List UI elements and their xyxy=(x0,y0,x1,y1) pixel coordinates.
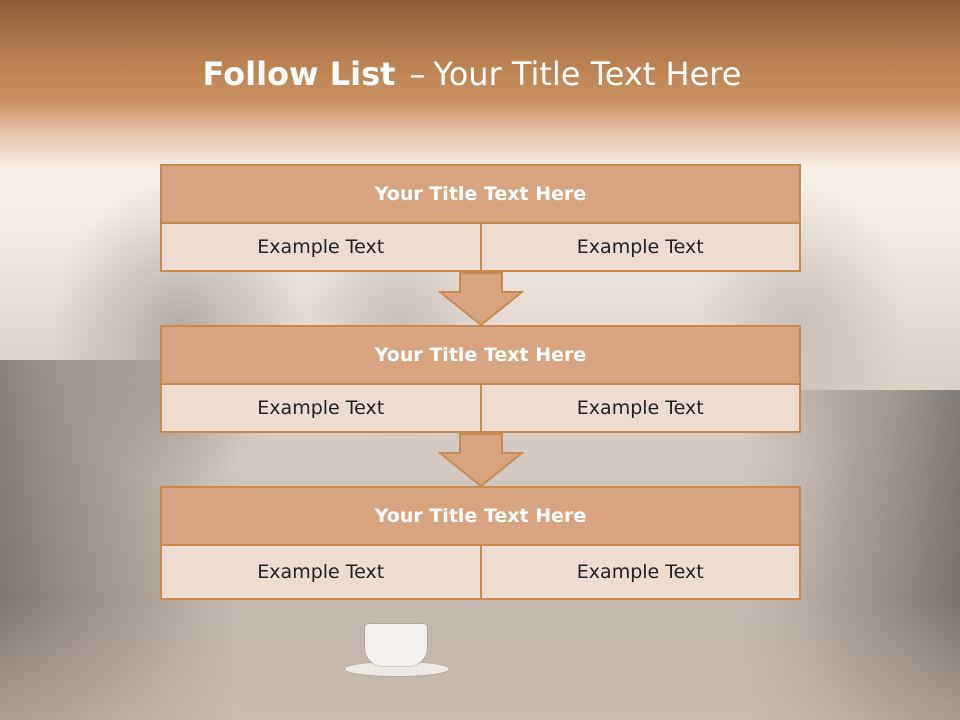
flow-block-title: Your Title Text Here xyxy=(162,488,799,546)
flow-block-row: Example Text Example Text xyxy=(162,385,799,431)
flow-block-row: Example Text Example Text xyxy=(162,224,799,270)
coffee-cup-image xyxy=(365,624,427,666)
flow-block-cell-right: Example Text xyxy=(479,224,799,270)
slide-title-rest: Your Title Text Here xyxy=(433,55,742,93)
flow-block-cell-left: Example Text xyxy=(162,546,480,598)
flow-block-title: Your Title Text Here xyxy=(162,166,799,224)
down-arrow-icon xyxy=(438,433,524,487)
slide-title: Follow List–Your Title Text Here xyxy=(0,55,944,93)
header-band xyxy=(0,0,960,170)
flow-block-1: Your Title Text Here Example Text Exampl… xyxy=(160,164,801,272)
flow-block-cell-right: Example Text xyxy=(479,546,799,598)
slide-title-dash: – xyxy=(409,55,426,93)
flow-block-cell-left: Example Text xyxy=(162,385,480,431)
saucer-image xyxy=(345,662,449,676)
flow-block-3: Your Title Text Here Example Text Exampl… xyxy=(160,486,801,600)
flow-block-2: Your Title Text Here Example Text Exampl… xyxy=(160,325,801,433)
flow-block-cell-right: Example Text xyxy=(479,385,799,431)
down-arrow-icon xyxy=(438,272,524,326)
slide-title-strong: Follow List xyxy=(202,55,396,93)
flow-block-cell-left: Example Text xyxy=(162,224,480,270)
flow-block-row: Example Text Example Text xyxy=(162,546,799,598)
flow-block-title: Your Title Text Here xyxy=(162,327,799,385)
background-table xyxy=(0,600,960,720)
